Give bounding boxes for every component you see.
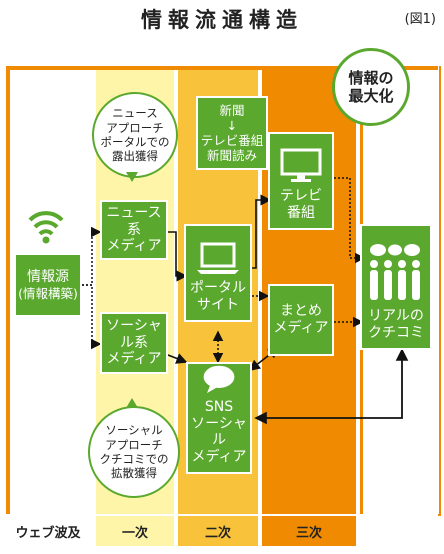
news-bubble-line1: ニュース bbox=[112, 106, 158, 121]
social-media-box: ソーシャル系 メディア bbox=[100, 312, 168, 374]
real-word-of-mouth-box: リアルの クチコミ bbox=[360, 224, 432, 350]
tv-icon bbox=[280, 148, 322, 183]
tv-line1: テレビ bbox=[280, 188, 322, 205]
social-approach-bubble: ソーシャル アプローチ クチコミでの 拡散獲得 bbox=[88, 406, 180, 498]
news-media-line1: ニュース系 bbox=[106, 204, 162, 238]
source-line2: (情報構築) bbox=[18, 285, 78, 301]
footer-label: ウェブ波及 bbox=[15, 525, 81, 541]
sns-box: SNS ソーシャル メディア bbox=[186, 362, 252, 474]
matome-media-box: まとめ メディア bbox=[268, 284, 334, 356]
tv-program-box: テレビ 番組 bbox=[268, 132, 334, 230]
source-line1: 情報源 bbox=[27, 269, 69, 286]
down-arrow-icon: ↓ bbox=[226, 118, 238, 133]
social-media-line2: メディア bbox=[106, 351, 162, 368]
newspaper-line1: 新聞 bbox=[219, 103, 245, 118]
sns-line2: ソーシャル bbox=[191, 415, 247, 449]
portal-line1: ポータル bbox=[190, 280, 246, 297]
page-title: 情報流通構造 bbox=[141, 8, 303, 32]
tv-line2: 番組 bbox=[287, 205, 315, 222]
news-media-box: ニュース系 メディア bbox=[100, 200, 168, 260]
frame-top-line bbox=[6, 66, 438, 70]
maximize-line2: 最大化 bbox=[348, 87, 394, 105]
social-bubble-line4: 拡散獲得 bbox=[111, 466, 157, 481]
real-line2: クチコミ bbox=[368, 325, 424, 342]
footer-first: 一次 bbox=[96, 516, 174, 546]
newspaper-line3: 新聞読み bbox=[206, 148, 257, 163]
people-icon bbox=[370, 244, 420, 301]
maximize-line1: 情報の bbox=[348, 69, 394, 87]
maximize-badge: 情報の 最大化 bbox=[332, 48, 410, 126]
frame-left-line bbox=[6, 66, 10, 514]
footer-second: 二次 bbox=[178, 516, 258, 546]
news-bubble-tail bbox=[126, 172, 138, 182]
newspaper-box: 新聞 ↓ テレビ番組 新聞読み bbox=[196, 96, 268, 170]
news-bubble-line3: ポータルでの bbox=[100, 135, 170, 149]
social-bubble-line2: アプローチ bbox=[105, 437, 163, 452]
laptop-icon bbox=[197, 242, 239, 275]
sns-line1: SNS bbox=[204, 398, 234, 415]
news-bubble-line2: アプローチ bbox=[106, 120, 164, 135]
source-box: 情報源 (情報構築) bbox=[14, 253, 82, 317]
wifi-icon bbox=[28, 211, 64, 244]
news-media-line2: メディア bbox=[106, 238, 162, 255]
sns-line3: メディア bbox=[191, 449, 247, 466]
figure-number: (図1) bbox=[404, 12, 436, 27]
social-bubble-line3: クチコミでの bbox=[99, 452, 169, 466]
social-media-line1: ソーシャル系 bbox=[106, 317, 162, 351]
portal-line2: サイト bbox=[197, 297, 239, 314]
news-bubble-line4: 露出獲得 bbox=[112, 149, 158, 164]
portal-site-box: ポータル サイト bbox=[184, 224, 252, 322]
social-bubble-tail bbox=[126, 398, 138, 408]
speech-bubble-icon bbox=[203, 365, 235, 394]
social-bubble-line1: ソーシャル bbox=[105, 423, 163, 438]
matome-line1: まとめ bbox=[280, 303, 322, 320]
news-approach-bubble: ニュース アプローチ ポータルでの 露出獲得 bbox=[92, 92, 178, 178]
real-line1: リアルの bbox=[368, 308, 424, 325]
matome-line2: メディア bbox=[273, 320, 329, 336]
newspaper-line2: テレビ番組 bbox=[200, 133, 264, 148]
footer-third: 三次 bbox=[262, 516, 356, 546]
